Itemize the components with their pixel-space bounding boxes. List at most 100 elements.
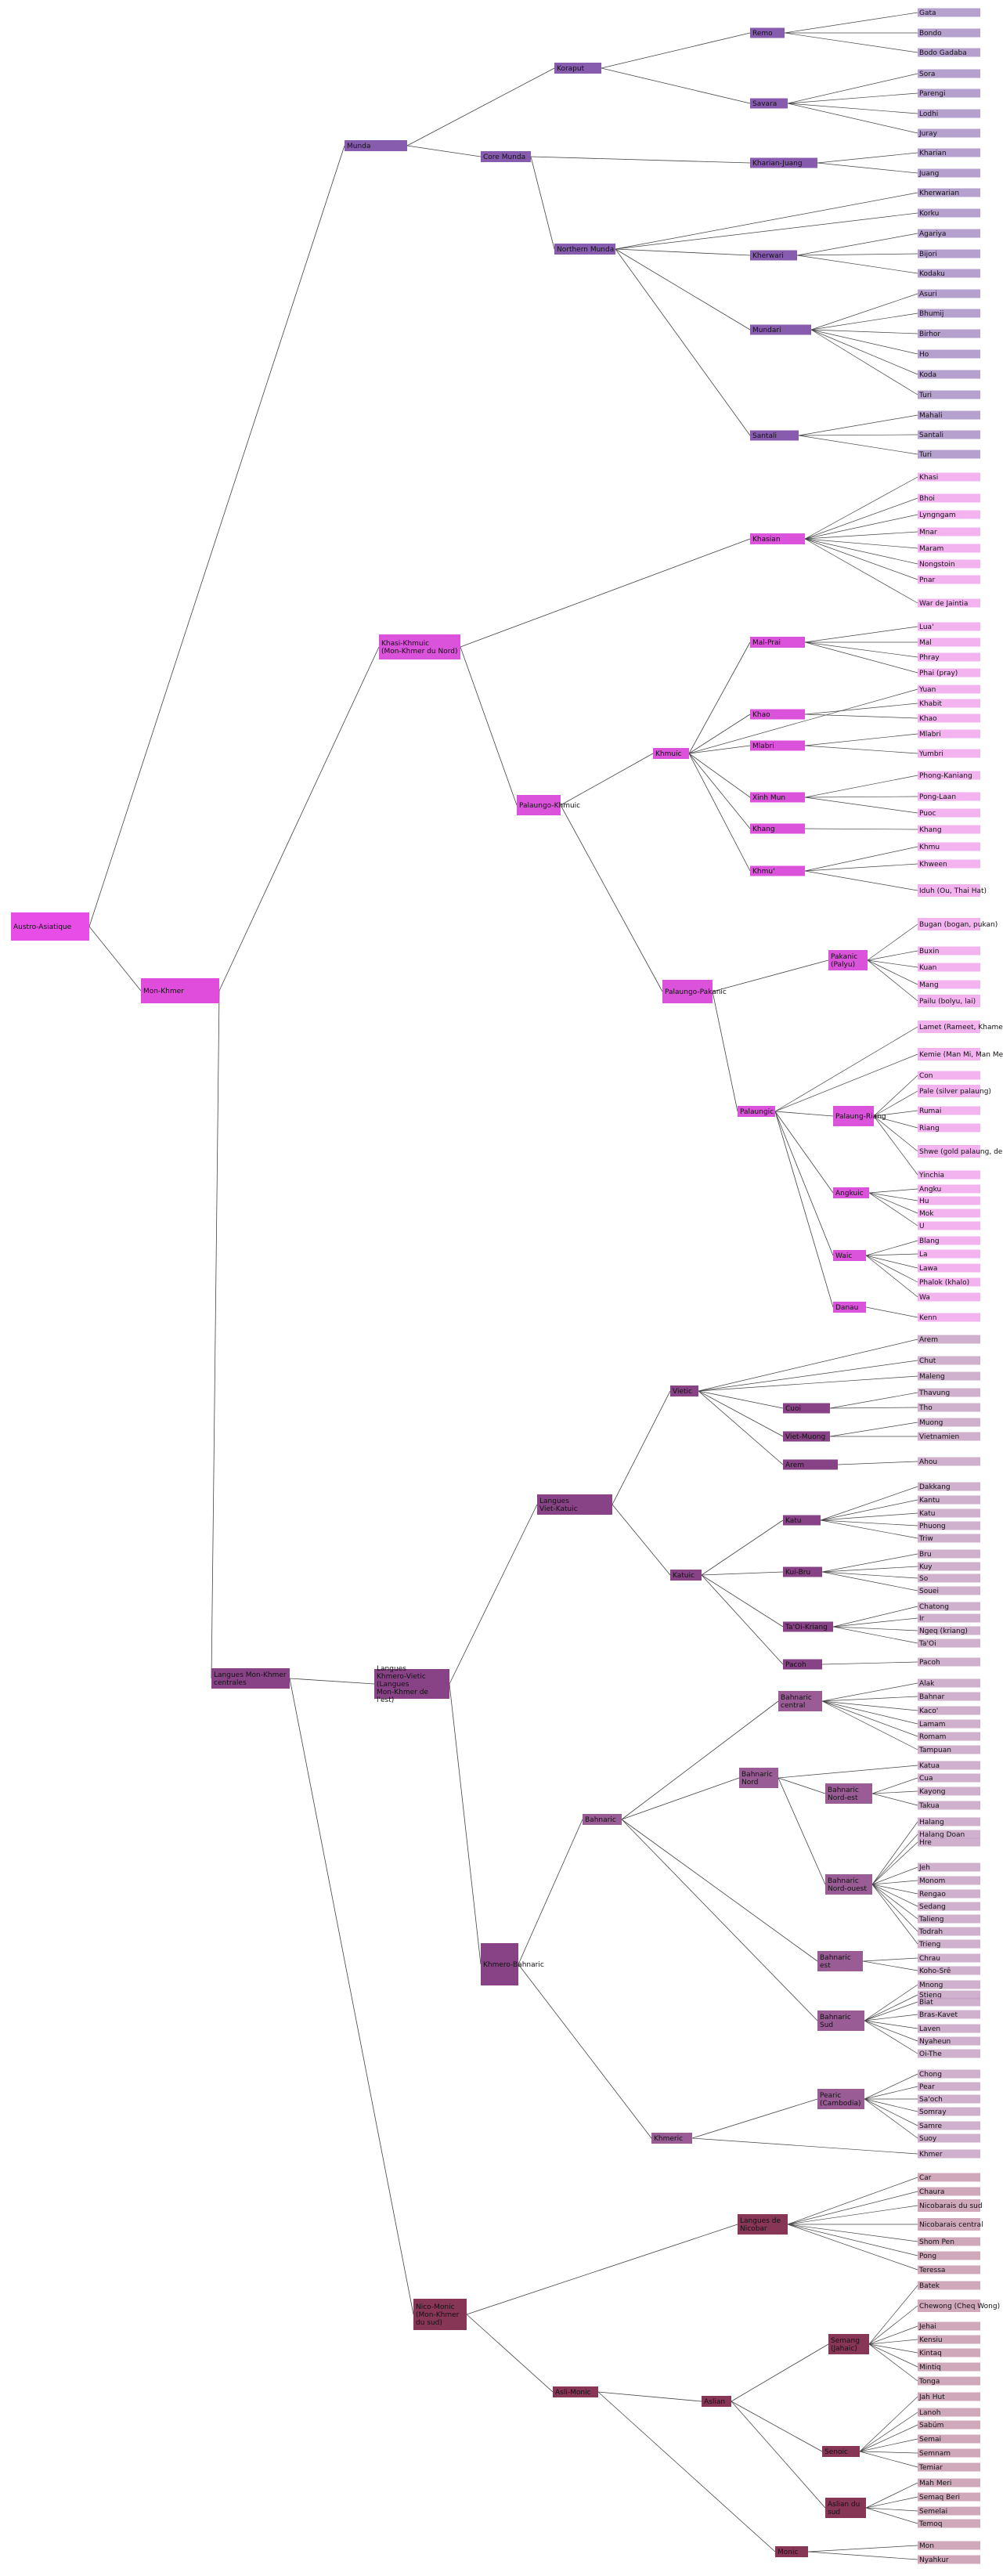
tree-edge-aslian-senoic — [731, 2401, 823, 2452]
leaf-label: Blang — [919, 1237, 940, 1245]
leaf-edge-nicob_sud — [787, 2205, 918, 2225]
leaf-mnong: Mnong — [918, 1980, 980, 1989]
leaf-edge-turi2 — [798, 435, 918, 455]
leaf-box — [918, 2187, 980, 2196]
leaf-edge-khmer — [691, 2137, 918, 2155]
tree-edge-khmuic-khmu — [688, 753, 751, 872]
leaf-box — [918, 1549, 980, 1559]
leaf-box — [918, 527, 980, 537]
leaf-box — [918, 2133, 980, 2143]
node-katu: Katu — [783, 1515, 821, 1526]
node-label-line: Asli-Monic — [555, 2389, 591, 2397]
node-cuoi: Cuoi — [783, 1403, 830, 1414]
node-label-line: Katuic — [673, 1572, 695, 1580]
leaf-label: Bugan (bogan, pukan) — [919, 921, 998, 929]
leaf-box — [918, 2173, 980, 2182]
node-label-line: central — [781, 1702, 805, 1710]
node-label-line: Bahnaric — [585, 1816, 616, 1824]
leaf-label: Shom Pen — [919, 2238, 954, 2246]
node-label-line: Mal-Prai — [752, 639, 781, 647]
leaf-label: Wa — [919, 1294, 930, 1302]
leaf-box — [918, 2541, 980, 2550]
leaf-lamam: Lamam — [918, 1719, 980, 1729]
leaf-lodhi: Lodhi — [918, 109, 980, 118]
leaf-box — [918, 1534, 980, 1543]
leaf-box — [918, 980, 980, 989]
leaf-bondo: Bondo — [918, 28, 980, 38]
leaf-edge-con — [873, 1075, 918, 1117]
leaf-edge-chut — [698, 1360, 918, 1392]
node-mundari-g: Mundari — [750, 324, 811, 335]
leaf-box — [918, 2462, 980, 2472]
leaf-label: Tonga — [918, 2378, 940, 2386]
leaf-label: Jehai — [918, 2323, 936, 2331]
leaf-war-jaintia: War de Jaintia — [918, 598, 980, 608]
node-label-line: Santali — [752, 432, 777, 440]
leaf-edge-nyahkur — [807, 2551, 918, 2560]
leaf-box — [918, 2408, 980, 2417]
leaf-katua: Katua — [918, 1761, 980, 1770]
leaf-box — [918, 1927, 980, 1936]
leaf-label: Batek — [919, 2282, 940, 2290]
node-box — [783, 1566, 822, 1577]
leaf-label: Kuy — [919, 1563, 933, 1571]
leaf-edge-laven — [864, 2020, 918, 2029]
leaf-label: Pnar — [919, 576, 935, 584]
leaf-box — [918, 289, 980, 298]
node-senoic: Senoic — [822, 2446, 860, 2457]
leaf-label: Laven — [919, 2025, 940, 2033]
leaf-box — [918, 2265, 980, 2274]
leaf-edge-wa — [865, 1255, 918, 1298]
leaf-so: So — [918, 1573, 980, 1583]
node-box — [750, 637, 805, 648]
leaf-ahou: Ahou — [918, 1457, 980, 1466]
leaf-edge-yinchia — [873, 1115, 918, 1176]
tree-edge-austro-monkhmer — [88, 926, 142, 992]
leaf-box — [918, 2555, 980, 2564]
leaf-label: Semai — [919, 2436, 941, 2444]
leaf-trieng: Trieng — [918, 1939, 980, 1949]
leaf-box — [918, 1613, 980, 1623]
node-khmu: Khmu' — [750, 865, 805, 876]
leaf-label: Lawa — [919, 1265, 937, 1273]
leaf-rumai: Rumai — [918, 1106, 980, 1115]
leaf-angku: Angku — [918, 1184, 980, 1194]
tree-edge-khmero_bahnaric-khmeric — [518, 1964, 652, 2139]
leaf-edge-mahali — [798, 414, 918, 436]
leaf-pacoh: Pacoh — [918, 1657, 980, 1667]
leaf-box — [918, 1638, 980, 1648]
tree-edge-vietic-arem_g — [698, 1390, 784, 1465]
leaf-label: Tho — [918, 1404, 933, 1412]
leaf-jehai: Jehai — [918, 2321, 980, 2331]
leaf-box — [918, 842, 980, 851]
leaf-label: Mal — [919, 639, 932, 647]
leaf-label: Koho-Srê — [919, 1967, 951, 1975]
leaf-muong: Muong — [918, 1418, 980, 1427]
leaf-edge-sora — [787, 73, 918, 104]
leaf-box — [918, 1830, 980, 1839]
leaf-koda: Koda — [918, 370, 980, 379]
leaf-label: Nyaheun — [919, 2038, 951, 2046]
leaf-mang: Mang — [918, 980, 980, 989]
leaf-lua: Lua' — [918, 622, 980, 631]
leaf-label: Buxin — [919, 948, 939, 956]
leaf-box — [918, 1277, 980, 1287]
leaf-box — [918, 575, 980, 584]
leaf-label: Souei — [919, 1588, 939, 1595]
leaf-label: Angku — [919, 1186, 941, 1194]
leaf-box — [918, 48, 980, 57]
leaf-temoq: Temoq — [918, 2519, 980, 2528]
leaf-hu: Hu — [918, 1196, 980, 1205]
leaf-juang: Juang — [918, 168, 980, 178]
leaf-label: Phai (pray) — [919, 670, 958, 677]
leaf-box — [918, 1508, 980, 1518]
leaf-edge-batek — [868, 2285, 918, 2345]
node-label-line: (Mon-Khmer du Nord) — [381, 648, 458, 656]
leaf-rengao: Rengao — [918, 1889, 980, 1899]
leaf-edge-dakkang — [820, 1486, 918, 1521]
leaf-label: Chatong — [919, 1603, 949, 1611]
tree-edge-monkhmer-khasi_khmuic — [218, 646, 380, 992]
leaf-nyahkur: Nyahkur — [918, 2555, 980, 2564]
node-khasian: Khasian — [750, 533, 805, 544]
